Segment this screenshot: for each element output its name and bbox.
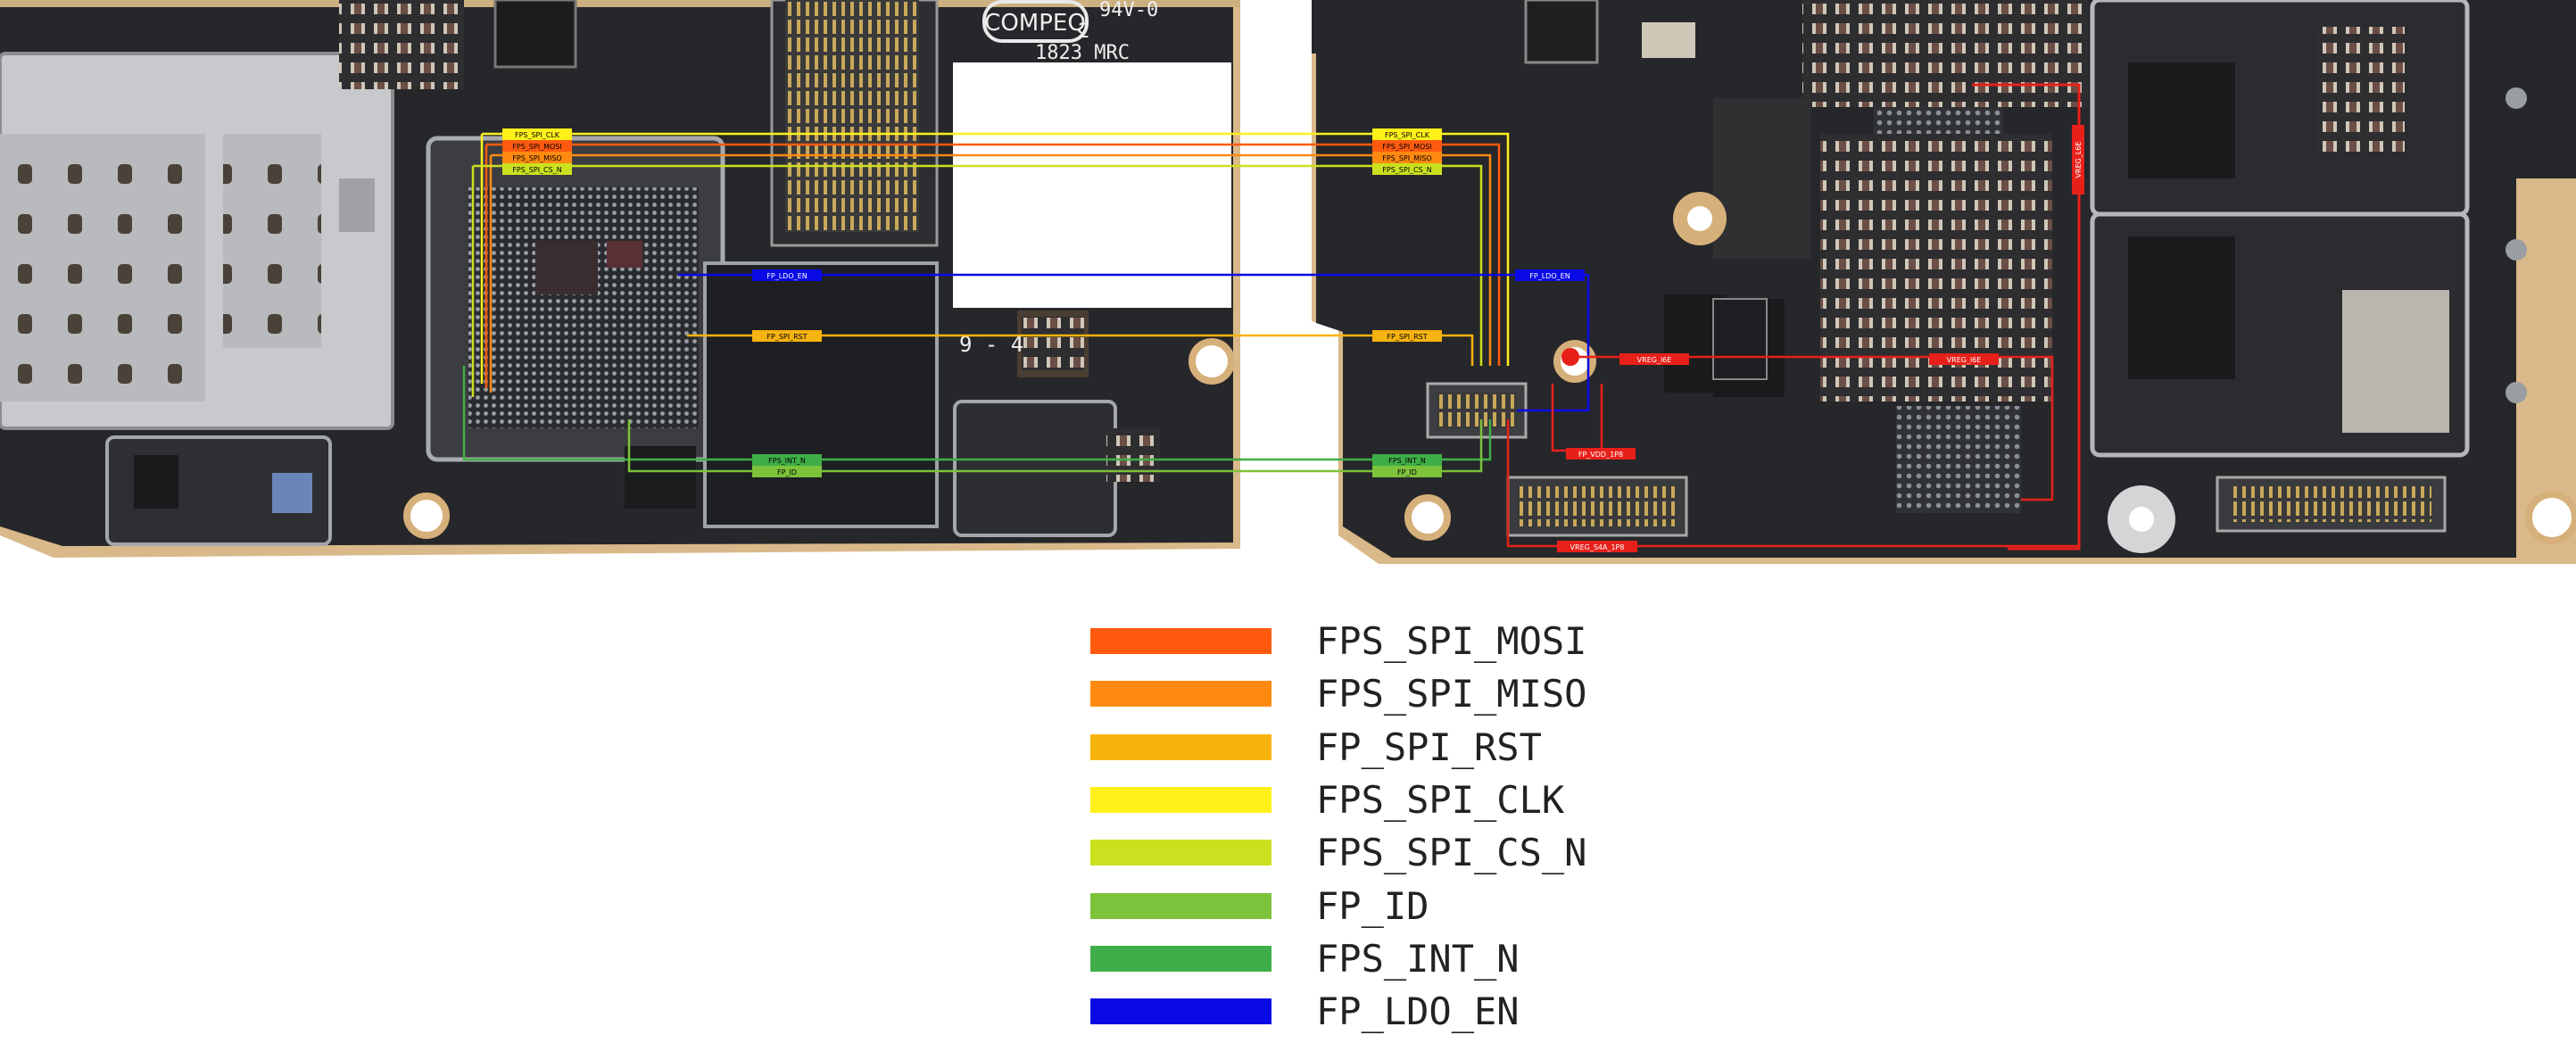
- tag-fps-spi-clk-left: FPS_SPI_CLK: [515, 131, 560, 139]
- silk-date: 1823 MRC: [1035, 42, 1130, 64]
- silk-compeq: COMPEQ: [984, 10, 1086, 37]
- legend-label: FPS_INT_N: [1316, 936, 1520, 981]
- tag-fp-spi-rst-right: FP_SPI_RST: [1387, 333, 1427, 341]
- legend-label: FP_LDO_EN: [1316, 990, 1520, 1034]
- mount-hole: [403, 493, 450, 539]
- legend-swatch: [1090, 681, 1271, 708]
- legend-swatch: [1090, 733, 1271, 760]
- legend-label: FP_ID: [1316, 883, 1429, 928]
- tag-fp-ldo-en-left: FP_LDO_EN: [766, 272, 807, 280]
- legend-item: FP_ID: [1090, 884, 1715, 928]
- net-tags: FPS_SPI_CLK FPS_SPI_MOSI FPS_SPI_MISO FP…: [502, 125, 2084, 552]
- legend-item: FPS_INT_N: [1090, 937, 1715, 981]
- legend-item: FPS_SPI_CS_N: [1090, 831, 1715, 874]
- legend-swatch: [1090, 628, 1271, 654]
- tag-fps-spi-cs-n-left: FPS_SPI_CS_N: [512, 166, 561, 174]
- memory-chip: [703, 261, 939, 528]
- tag-fps-spi-cs-n-right: FPS_SPI_CS_N: [1382, 166, 1431, 174]
- legend-swatch: [1090, 892, 1271, 919]
- legend-item: FPS_SPI_MISO: [1090, 672, 1715, 716]
- tag-fp-id-right: FP_ID: [1397, 468, 1417, 476]
- mount-hole: [1189, 338, 1235, 385]
- legend-swatch: [1090, 998, 1271, 1025]
- pcb-board-diagram: COMPEQ 94V-0 2 1823 MRC 9 - 4: [0, 0, 2576, 564]
- silk-2: 2: [1078, 21, 1089, 43]
- legend-item: FPS_SPI_MOSI: [1090, 619, 1715, 663]
- signal-traces: [462, 132, 2079, 548]
- tag-fp-spi-rst-left: FP_SPI_RST: [766, 333, 807, 341]
- tag-vreg-s4a-1p8: VREG_S4A_1P8: [1570, 543, 1625, 551]
- legend-item: FP_SPI_RST: [1090, 725, 1715, 769]
- tag-fps-spi-miso-right: FPS_SPI_MISO: [1382, 154, 1431, 162]
- tag-fps-spi-clk-right: FPS_SPI_CLK: [1385, 131, 1430, 139]
- legend-label: FPS_SPI_MISO: [1316, 672, 1587, 716]
- legend-label: FPS_SPI_CS_N: [1316, 831, 1587, 875]
- legend-swatch: [1090, 786, 1271, 813]
- tag-vreg-l6e-right: VREG_l6E: [1947, 356, 1982, 364]
- legend-label: FP_SPI_RST: [1316, 725, 1542, 769]
- legend-swatch: [1090, 945, 1271, 972]
- tag-fp-id-left: FP_ID: [777, 468, 797, 476]
- legend-item: FP_LDO_EN: [1090, 990, 1715, 1033]
- tag-fps-spi-mosi-left: FPS_SPI_MOSI: [512, 143, 561, 151]
- legend: FPS_SPI_MOSI FPS_SPI_MISO FP_SPI_RST FPS_SP…: [1090, 619, 1715, 1044]
- tag-fp-ldo-en-right: FP_LDO_EN: [1529, 272, 1570, 280]
- legend-item: FPS_SPI_CLK: [1090, 778, 1715, 822]
- legend-swatch: [1090, 840, 1271, 866]
- tag-fps-int-n-left: FPS_INT_N: [768, 457, 806, 465]
- tag-fps-int-n-right: FPS_INT_N: [1388, 457, 1426, 465]
- tag-vreg-l6e-left: VREG_l6E: [1637, 356, 1672, 364]
- tag-vreg-vertical: VREG_L6E: [2075, 142, 2083, 178]
- tag-fp-vdd-1p8: FP_VDD_1P8: [1578, 451, 1623, 459]
- left-board-half: COMPEQ 94V-0 2 1823 MRC 9 - 4: [0, 0, 1288, 558]
- right-board-half: [1312, 0, 2576, 564]
- soc-bga: [468, 187, 699, 428]
- tag-fps-spi-miso-left: FPS_SPI_MISO: [512, 154, 561, 162]
- legend-label: FPS_SPI_MOSI: [1316, 619, 1587, 663]
- tag-fps-spi-mosi-right: FPS_SPI_MOSI: [1382, 143, 1431, 151]
- silk-94v0: 94V-0: [1099, 0, 1158, 21]
- legend-label: FPS_SPI_CLK: [1316, 777, 1565, 822]
